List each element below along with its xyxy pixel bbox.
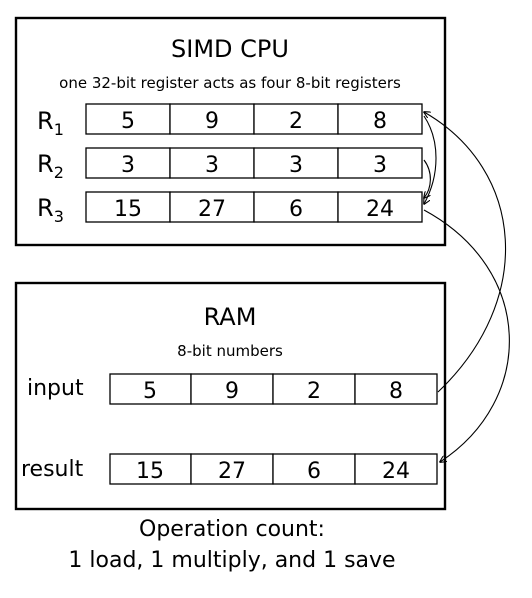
cpu-block: SIMD CPU one 32-bit register acts as fou… (14, 16, 447, 247)
multiply-arrow-r2 (424, 159, 431, 198)
register-value: 24 (366, 197, 394, 222)
multiply-arrow-r1 (424, 115, 437, 204)
register-cell (253, 191, 339, 223)
operation-count: Operation count: 1 load, 1 multiply, and… (68, 517, 395, 573)
register-r3: R3 15 27 6 24 (37, 191, 423, 226)
cpu-subtitle: one 32-bit register acts as four 8-bit r… (59, 74, 401, 92)
register-cell (85, 191, 171, 223)
operation-count-heading: Operation count: (139, 517, 325, 542)
register-value: 27 (198, 197, 226, 222)
operation-count-detail: 1 load, 1 multiply, and 1 save (68, 548, 395, 573)
register-cell (253, 147, 339, 179)
ram-value: 5 (143, 379, 157, 404)
register-label: R2 (37, 150, 64, 182)
register-label: R1 (37, 107, 64, 139)
data-flow-arrows (423, 112, 510, 462)
register-cell (169, 147, 255, 179)
register-label: R3 (37, 194, 64, 226)
register-cell (337, 103, 423, 135)
register-cell (169, 191, 255, 223)
save-arrow (423, 209, 510, 462)
ram-value: 2 (307, 379, 321, 404)
ram-cell (190, 373, 274, 405)
ram-value: 15 (136, 459, 164, 484)
ram-cell (354, 373, 438, 405)
register-cell (337, 191, 423, 223)
register-value: 6 (289, 197, 303, 222)
register-value: 8 (373, 109, 387, 134)
ram-cell (354, 453, 438, 485)
register-cell (85, 147, 171, 179)
register-value: 15 (114, 197, 142, 222)
load-arrow (424, 112, 506, 393)
register-value: 9 (205, 109, 219, 134)
ram-cell (109, 453, 192, 485)
register-value: 3 (121, 153, 135, 178)
ram-value: 9 (225, 379, 239, 404)
register-value: 2 (289, 109, 303, 134)
ram-input-row: input 5 9 2 8 (27, 373, 438, 405)
register-r2: R2 3 3 3 3 (37, 147, 423, 182)
ram-title: RAM (204, 303, 257, 331)
register-value: 5 (121, 109, 135, 134)
ram-value: 6 (307, 459, 321, 484)
register-value: 3 (205, 153, 219, 178)
ram-row-label: input (27, 376, 84, 401)
ram-block: RAM 8-bit numbers input 5 9 2 8 result 1… (14, 281, 447, 511)
register-value: 3 (373, 153, 387, 178)
register-cell (85, 103, 171, 135)
ram-subtitle: 8-bit numbers (177, 342, 283, 360)
ram-cell (190, 453, 274, 485)
ram-value: 8 (389, 379, 403, 404)
cpu-title: SIMD CPU (171, 35, 289, 63)
ram-value: 24 (382, 459, 410, 484)
register-r1: R1 5 9 2 8 (37, 103, 423, 139)
ram-cell (272, 373, 356, 405)
register-cell (337, 147, 423, 179)
ram-row-label: result (21, 457, 84, 482)
cpu-frame (14, 16, 447, 247)
register-value: 3 (289, 153, 303, 178)
ram-result-row: result 15 27 6 24 (21, 453, 438, 485)
ram-value: 27 (218, 459, 246, 484)
register-cell (169, 103, 255, 135)
ram-frame (14, 281, 447, 511)
